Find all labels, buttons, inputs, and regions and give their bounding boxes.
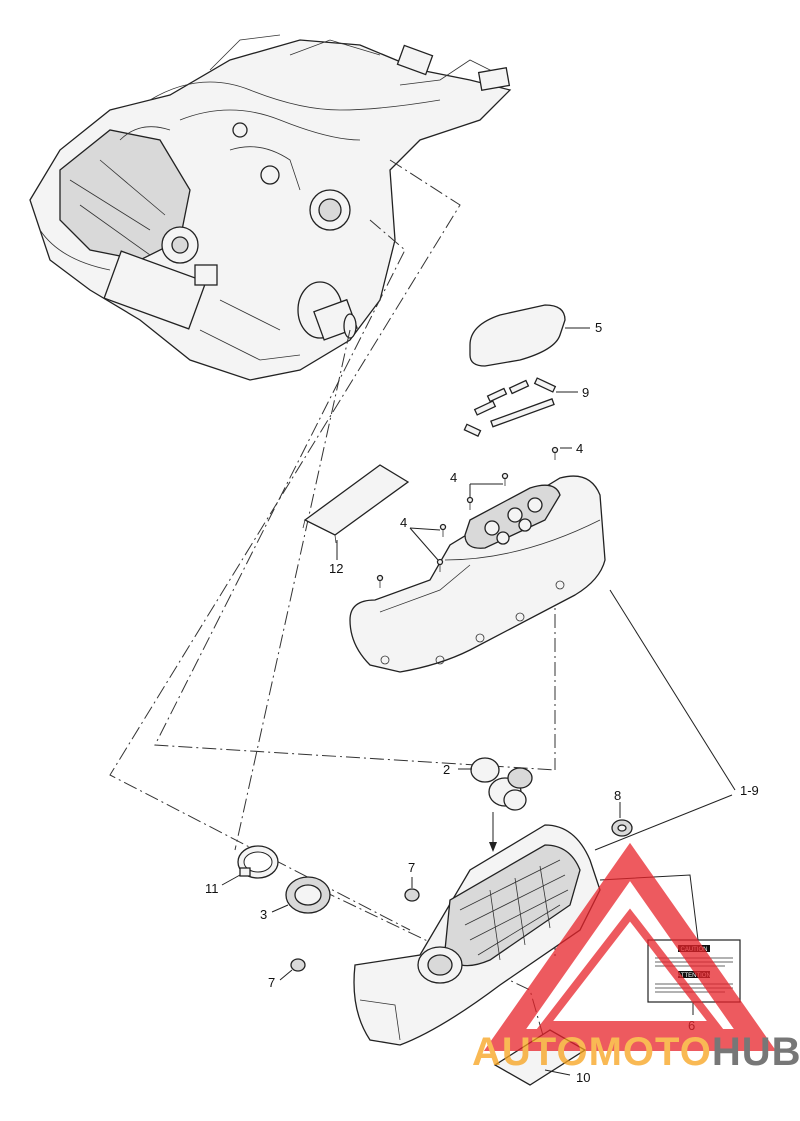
screw: [501, 472, 509, 486]
callout-2: 2: [443, 762, 450, 777]
callout-4-top: 4: [576, 441, 583, 456]
engine-assembly: [29, 34, 512, 381]
callout-1-9: 1-9: [740, 783, 759, 798]
part-3-grommet: [271, 876, 331, 914]
callout-5: 5: [595, 320, 602, 335]
part-2-double-grommet: [458, 757, 533, 852]
watermark-moto: MOTO: [589, 1030, 712, 1074]
part-12-cover-plate: [302, 464, 410, 560]
callout-8: 8: [614, 788, 621, 803]
screw: [551, 446, 559, 460]
assembly-1-9-leader: [594, 589, 736, 851]
part-4-screws: [376, 446, 572, 588]
callout-7-lower: 7: [268, 975, 275, 990]
screw: [376, 574, 384, 588]
screw: [439, 523, 447, 537]
callout-11: 11: [205, 881, 219, 896]
part-5-pad: [469, 304, 590, 367]
part-7-grommet-b: [279, 958, 306, 981]
part-9-strips: [463, 377, 578, 437]
part-7-grommet-a: [404, 877, 420, 902]
lower-airbox: [353, 824, 601, 1046]
watermark-triangle-inner: [536, 908, 724, 1029]
callout-4-mid: 4: [450, 470, 457, 485]
automotohub-watermark: AUTOMOTOHUB: [472, 842, 800, 1074]
callout-3: 3: [260, 907, 267, 922]
callout-9: 9: [582, 385, 589, 400]
callout-7-upper: 7: [408, 860, 415, 875]
screw: [466, 496, 474, 510]
callout-12: 12: [329, 561, 343, 576]
upper-airbox-cover: [349, 475, 606, 673]
part-8-grommet: [611, 802, 633, 837]
watermark-auto: AUTO: [472, 1030, 589, 1074]
watermark-triangle: [483, 842, 777, 1051]
callout-10: 10: [576, 1070, 590, 1085]
watermark-hub: HUB: [712, 1030, 800, 1074]
callout-4-low: 4: [400, 515, 407, 530]
part-11-clamp: [221, 845, 279, 886]
watermark-text: AUTOMOTOHUB: [472, 1030, 800, 1074]
screw: [436, 558, 444, 572]
label-attention-title: ATTENTION: [677, 973, 711, 979]
